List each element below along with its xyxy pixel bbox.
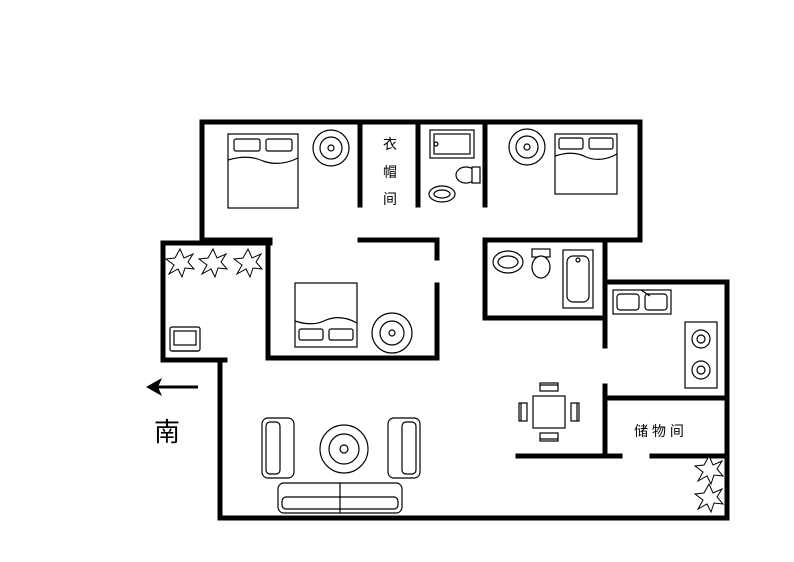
dining-table-icon <box>518 382 580 442</box>
round-table-icon <box>371 312 413 354</box>
toilet-icon <box>531 248 551 279</box>
storage-label: 储 物 间 <box>634 423 684 439</box>
cloakroom-label: 衣 帽 间 <box>383 136 397 207</box>
chair-icon <box>518 402 528 422</box>
bed-icon <box>294 282 358 348</box>
arrow-left-icon <box>146 378 198 396</box>
chair-icon <box>539 432 559 442</box>
cloakroom-label-char: 间 <box>383 191 397 207</box>
bathtub-icon <box>562 249 594 309</box>
plant-icon <box>693 454 725 486</box>
bed-icon <box>227 133 299 209</box>
plant-icon <box>232 247 264 279</box>
round-table-icon <box>319 424 369 474</box>
sink-icon <box>428 185 456 203</box>
walls <box>160 119 730 521</box>
cloakroom-label-char: 帽 <box>383 164 397 180</box>
round-table-icon <box>312 129 350 167</box>
round-table-icon <box>508 128 546 166</box>
compass-label: 南 <box>154 417 180 447</box>
toilet-icon <box>455 166 481 184</box>
kitchen-sink-icon <box>612 289 672 315</box>
chair-icon <box>570 402 580 422</box>
plant-icon <box>197 247 229 279</box>
tv-icon <box>169 326 201 352</box>
plant-icon <box>693 482 725 514</box>
sink-icon <box>492 250 524 274</box>
sofa-icon <box>261 417 421 514</box>
bed-icon <box>554 133 618 195</box>
stove-icon <box>684 321 718 389</box>
chair-icon <box>539 382 559 392</box>
shower-icon <box>429 129 475 159</box>
cloakroom-label-char: 衣 <box>383 136 397 152</box>
plant-icon <box>164 247 196 279</box>
